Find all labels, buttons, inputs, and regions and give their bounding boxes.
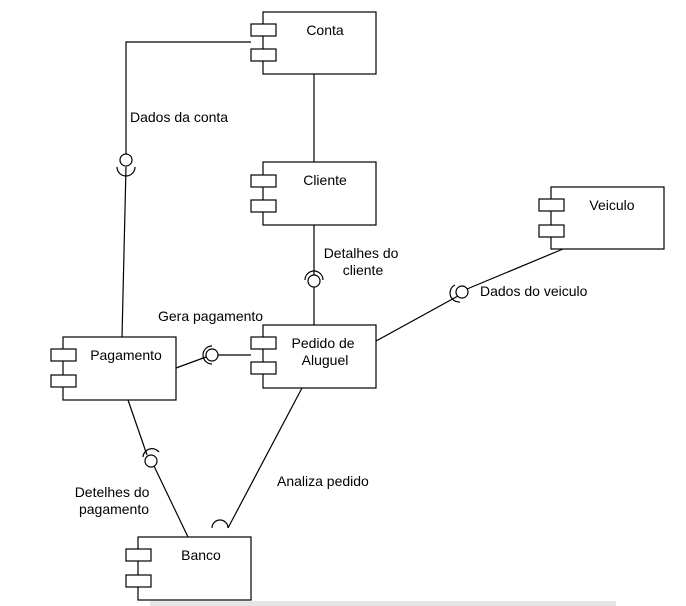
connector-interface-pedido bbox=[375, 295, 459, 342]
label-detelhes-do-pagamento: Detelhes do pagamento bbox=[75, 484, 154, 517]
port-icon bbox=[125, 548, 152, 562]
connector-veiculo-interface bbox=[466, 248, 564, 290]
component-conta: Conta bbox=[250, 11, 377, 75]
label-dados-da-conta: Dados da conta bbox=[130, 109, 228, 125]
port-icon bbox=[250, 23, 277, 37]
provided-interface-dados-conta bbox=[119, 153, 133, 167]
port-icon bbox=[250, 361, 277, 375]
connector-conta-pagamento bbox=[125, 41, 251, 160]
label-analiza-pedido: Analiza pedido bbox=[277, 473, 369, 489]
port-icon bbox=[538, 198, 565, 212]
component-name-cliente: Cliente bbox=[303, 172, 347, 188]
label-detalhes-do-cliente: Detalhes do cliente bbox=[324, 245, 403, 278]
port-icon bbox=[50, 348, 77, 362]
port-icon bbox=[125, 574, 152, 588]
port-icon bbox=[250, 174, 277, 188]
provided-interface-detelhes-pagamento bbox=[144, 454, 158, 468]
component-name-conta: Conta bbox=[306, 22, 344, 38]
port-icon bbox=[50, 374, 77, 388]
connector-pagamento-detelhes bbox=[127, 399, 148, 456]
required-interface-gera-pagamento bbox=[202, 345, 213, 365]
component-name-pagamento: Pagamento bbox=[90, 347, 162, 363]
required-interface-detalhes-cliente bbox=[304, 270, 324, 281]
port-icon bbox=[538, 224, 565, 238]
provided-interface-dados-veiculo bbox=[455, 285, 469, 299]
component-cliente: Cliente bbox=[250, 161, 377, 226]
connector-dados-conta-to-pagamento bbox=[121, 166, 127, 338]
required-interface-detelhes-pagamento bbox=[142, 448, 160, 458]
component-veiculo: Veiculo bbox=[538, 186, 665, 250]
port-icon bbox=[250, 199, 277, 213]
provided-interface-gera-pagamento bbox=[205, 348, 219, 362]
label-dados-do-veiculo: Dados do veiculo bbox=[480, 283, 588, 299]
connector-pedido-banco bbox=[227, 387, 303, 529]
component-pagamento: Pagamento bbox=[50, 336, 177, 401]
required-interface-analiza-pedido bbox=[211, 519, 229, 529]
connector-gera-pagamento-pagamento bbox=[175, 356, 207, 369]
required-interface-dados-conta bbox=[116, 166, 136, 177]
provided-interface-detalhes-cliente bbox=[307, 274, 321, 288]
horizontal-scrollbar[interactable] bbox=[150, 601, 616, 606]
component-banco: Banco bbox=[125, 536, 252, 601]
required-interface-dados-veiculo bbox=[449, 284, 461, 303]
port-icon bbox=[250, 336, 277, 350]
port-icon bbox=[250, 48, 277, 62]
label-gera-pagamento: Gera pagamento bbox=[158, 308, 263, 324]
component-pedido-de-aluguel: Pedido de Aluguel bbox=[250, 324, 377, 389]
component-name-banco: Banco bbox=[181, 547, 221, 563]
connector-detelhes-banco bbox=[153, 465, 189, 538]
component-name-pedido: Pedido de Aluguel bbox=[292, 335, 359, 368]
component-name-veiculo: Veiculo bbox=[589, 197, 634, 213]
